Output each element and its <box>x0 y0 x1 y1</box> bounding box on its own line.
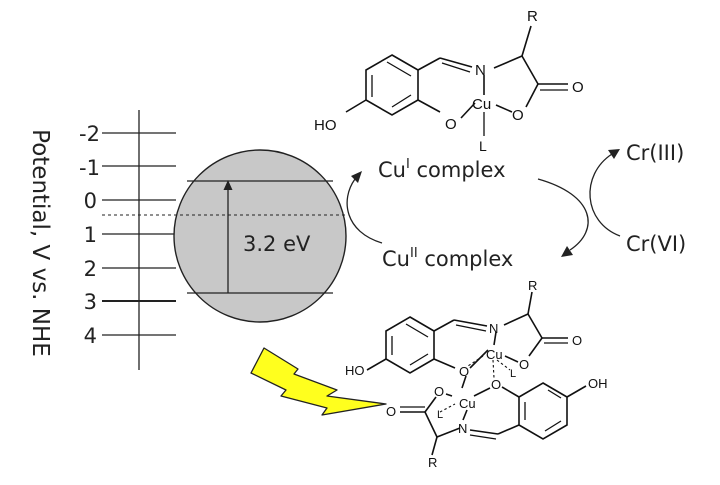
coordination-bond <box>492 359 495 379</box>
redox-cycle-arrows <box>346 149 621 257</box>
benzene-ring <box>365 54 419 116</box>
bond <box>433 358 456 369</box>
band-gap-label: 3.2 eV <box>243 232 311 256</box>
atom-label: O <box>459 364 469 379</box>
atom-label: Cu <box>459 396 476 411</box>
atom-label: O <box>491 377 501 392</box>
bond <box>473 387 491 397</box>
cu1-complex-label: CuI complex <box>378 157 506 182</box>
axis-tick-label: 0 <box>84 189 97 213</box>
atom-label: L <box>437 409 443 421</box>
cu2-to-cu1-arrowhead <box>351 171 362 183</box>
cu2-to-cu1-arrow <box>346 178 383 244</box>
atom-label: HO <box>345 363 365 378</box>
double-bond <box>469 434 497 440</box>
bond <box>462 409 468 421</box>
axis-tick-label: -1 <box>79 156 100 180</box>
bond <box>417 57 441 71</box>
atom-label: R <box>528 278 537 293</box>
double-bond <box>391 94 412 108</box>
coordination-bond <box>467 355 484 367</box>
bond <box>424 411 438 438</box>
double-bond <box>547 389 562 399</box>
bond <box>431 436 438 456</box>
atom-label: R <box>428 455 437 470</box>
cu-complex-structure: R N Cu O O O L HO <box>314 8 584 154</box>
lightning-icon <box>250 347 387 416</box>
bond <box>521 55 539 85</box>
axis-tick-label: 3 <box>84 290 97 314</box>
double-bond <box>409 353 429 366</box>
bond <box>493 331 497 346</box>
bond <box>528 337 543 357</box>
cr6-to-cr3-arrow <box>589 153 621 237</box>
bond <box>345 99 367 113</box>
atom-label: O <box>512 107 524 124</box>
cr6-to-cr3-arrowhead <box>608 149 620 159</box>
bond <box>566 385 587 398</box>
band-gap-arrowhead <box>223 180 233 190</box>
atom-label: L <box>510 368 516 380</box>
potential-axis: Potential, V vs. NHE -2 -1 0 1 2 3 4 <box>27 110 176 370</box>
bond <box>433 319 455 332</box>
cr3-label: Cr(III) <box>626 141 684 165</box>
axis-label: Potential, V vs. NHE <box>27 129 53 357</box>
axis-tick-label: 2 <box>84 257 97 281</box>
bond <box>469 349 489 369</box>
bond <box>497 424 520 435</box>
bond <box>521 25 532 57</box>
bond <box>461 375 467 389</box>
atom-label: O <box>519 357 529 372</box>
atom-label: N <box>475 62 486 79</box>
axis-tick-label: 1 <box>84 223 97 247</box>
atom-label: N <box>458 421 467 436</box>
bond <box>527 313 543 339</box>
bond <box>439 57 473 68</box>
atom-label: Cu <box>486 347 503 362</box>
double-bond <box>386 61 412 77</box>
atom-label: L <box>479 138 487 154</box>
cu2-complex-label: CuII complex <box>382 246 513 271</box>
cu1-to-cu2-arrowhead <box>561 246 573 257</box>
bond <box>417 99 441 113</box>
cr6-label: Cr(VI) <box>626 232 686 256</box>
atom-label: O <box>572 333 582 348</box>
bond <box>469 429 499 435</box>
atom-label: O <box>434 384 444 399</box>
bond <box>527 291 533 315</box>
axis-tick-label: -2 <box>79 122 100 146</box>
bond <box>503 313 529 326</box>
atom-label: R <box>527 8 538 25</box>
bond <box>424 396 437 413</box>
bond <box>493 55 523 69</box>
atom-label: O <box>386 404 396 419</box>
benzene-ring <box>518 382 568 440</box>
cu1-to-cu2-arrow <box>537 178 589 251</box>
semiconductor-band: 3.2 eV <box>102 149 347 323</box>
axis-tick-label: 4 <box>84 324 97 348</box>
atom-label: O <box>572 79 584 96</box>
bond <box>366 358 387 371</box>
double-bond <box>455 324 487 332</box>
bond <box>495 104 513 113</box>
double-bond <box>544 420 562 432</box>
atom-label: O <box>445 116 457 133</box>
double-bond <box>405 323 429 338</box>
cu-dimer-structure: R N Cu O O O L HO R N Cu O O O L OH <box>345 278 608 470</box>
double-bond <box>441 62 471 73</box>
atom-label: HO <box>314 117 337 134</box>
bond <box>445 393 453 397</box>
atom-label: Cu <box>472 96 491 113</box>
bond <box>453 319 488 327</box>
atom-label: N <box>489 321 498 336</box>
bond <box>436 427 461 438</box>
bond <box>501 386 520 398</box>
bond <box>460 102 476 119</box>
bond <box>504 355 519 363</box>
bond <box>525 83 539 108</box>
semiconductor-circle <box>173 149 347 323</box>
atom-label: OH <box>588 376 608 391</box>
